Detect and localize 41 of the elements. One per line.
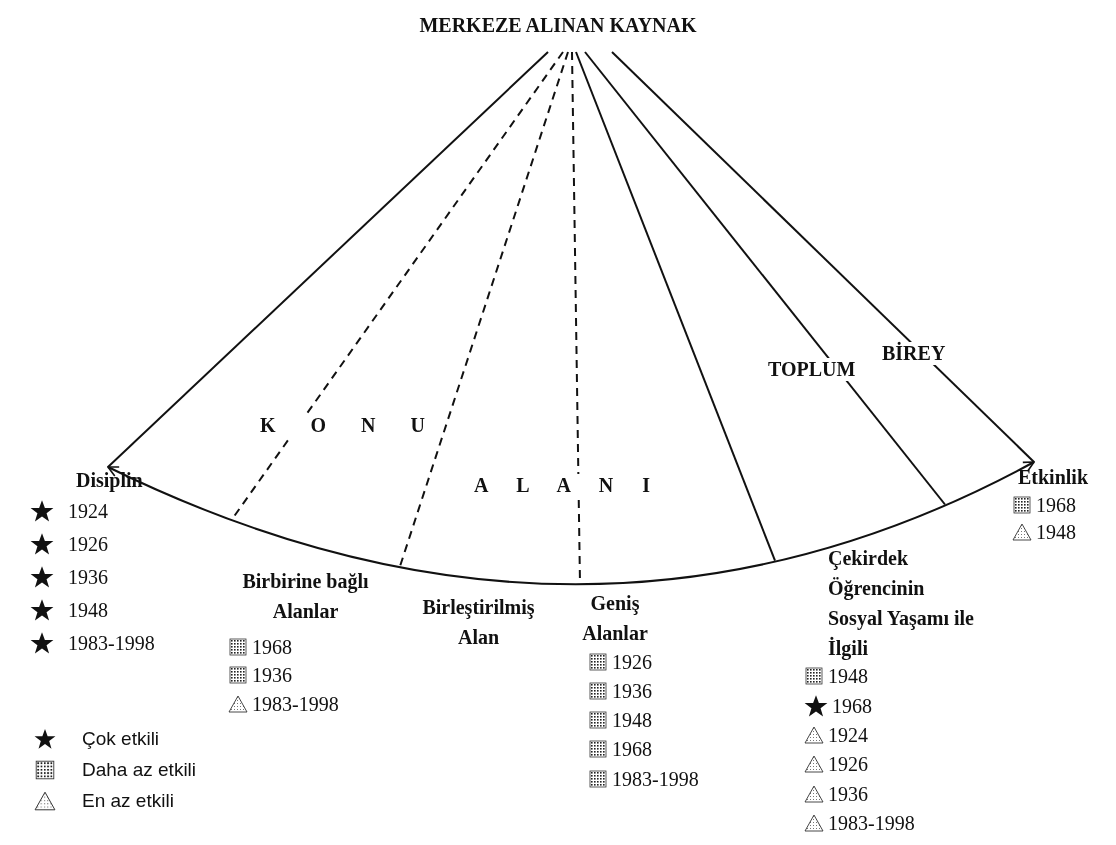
year-label: 1936	[68, 566, 108, 588]
category-heading: Geniş Alanlar	[581, 591, 649, 646]
line	[575, 51, 776, 562]
year-label: 1968	[1036, 494, 1076, 516]
legend-text: En az etkili	[82, 790, 174, 812]
year-label: 1968	[832, 695, 872, 717]
year-label: 1948	[68, 599, 108, 621]
year-label: 1926	[612, 651, 652, 673]
line	[107, 51, 549, 468]
year-label: 1936	[252, 664, 292, 686]
year-label: 1936	[828, 783, 868, 805]
legend-text: Daha az etkili	[82, 759, 197, 781]
dashed-line	[399, 51, 569, 568]
category-heading: Birleştirilmiş Alan	[421, 595, 536, 650]
curved-arrow	[107, 461, 1035, 586]
year-label: 1926	[68, 533, 108, 555]
year-label: 1926	[828, 753, 868, 775]
year-label: 1948	[1036, 521, 1076, 543]
year-label: 1983-1998	[252, 693, 339, 715]
year-label: 1936	[612, 680, 652, 702]
category-heading: Disiplin	[76, 467, 156, 495]
year-label: 1983-1998	[612, 768, 699, 790]
year-label: 1948	[828, 665, 868, 687]
sector-label: A L A N I	[472, 474, 653, 497]
category-heading: Etkinlik	[1018, 464, 1104, 492]
year-label: 1983-1998	[828, 812, 915, 834]
line	[611, 51, 1035, 463]
year-label: 1983-1998	[68, 632, 155, 654]
year-label: 1968	[612, 738, 652, 760]
source-heading: MERKEZE ALINAN KAYNAK	[408, 6, 708, 52]
sector-label: TOPLUM	[766, 358, 858, 381]
year-label: 1948	[612, 709, 652, 731]
year-label: 1968	[252, 636, 292, 658]
sector-label: BİREY	[880, 342, 948, 365]
category-heading: Çekirdek Öğrencinin Sosyal Yaşamı ile İlgili	[828, 546, 975, 662]
year-label: 1924	[68, 500, 108, 522]
year-label: 1924	[828, 724, 868, 746]
sector-label: K O N U	[258, 414, 427, 437]
category-heading: Birbirine bağlı Alanlar	[241, 569, 370, 624]
line	[584, 51, 946, 506]
legend-text: Çok etkili	[82, 728, 160, 750]
